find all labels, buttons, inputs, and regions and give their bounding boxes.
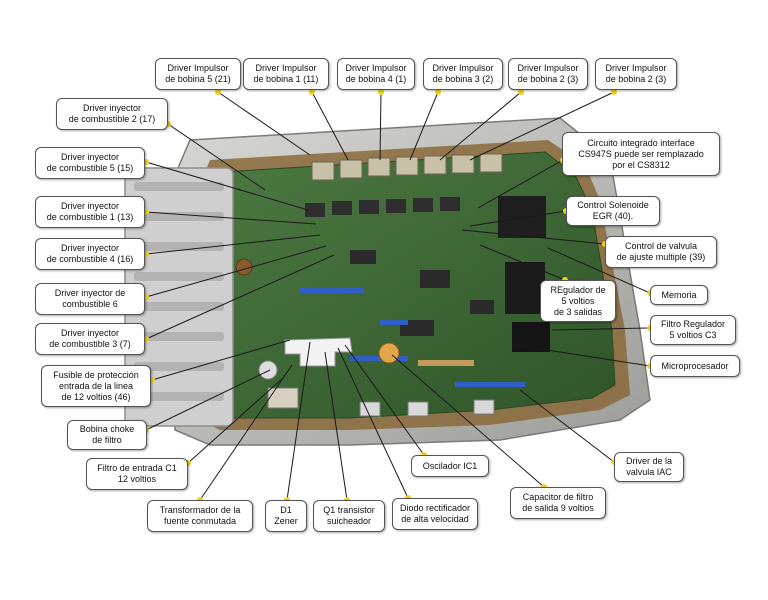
leader-line-13 [151, 339, 291, 381]
leader-line-27 [461, 229, 606, 245]
callout-transformer: Transformador de la fuente conmutada [147, 500, 253, 532]
choke-coil [258, 360, 278, 380]
callout-injector-driver-1: Driver inyector de combustible 1 (13) [35, 196, 145, 228]
callout-coil-driver-3: Driver Impulsor de bobina 3 (2) [423, 58, 503, 90]
callout-filter-choke: Bobina choke de filtro [67, 420, 147, 450]
leader-line-23 [514, 344, 651, 367]
connector-ribs [134, 182, 224, 401]
leader-line-29 [477, 159, 564, 209]
transformer [267, 387, 299, 409]
callout-5v-regulator: REgulador de 5 voltios de 3 salidas [540, 280, 616, 322]
callout-switch-transistor-q1: Q1 transistor suicheador [313, 500, 385, 532]
leader-line-3 [379, 91, 382, 161]
leader-anchor-dot-3 [378, 89, 384, 95]
leader-anchor-dot-6 [611, 89, 617, 95]
callout-interface-ic: Circuito integrado interface CS947S pued… [562, 132, 720, 176]
driver-transistor-row-2 [305, 197, 460, 217]
callout-injector-driver-5: Driver inyector de combustible 5 (15) [35, 147, 145, 179]
callout-regulator-filter-c3: Filtro Regulador 5 voltios C3 [650, 315, 736, 345]
leader-line-6 [469, 91, 615, 161]
leader-line-9 [145, 211, 317, 225]
leader-line-18 [324, 351, 348, 501]
chip-small-1 [420, 270, 450, 288]
callout-manifold-valve-control: Control de valvula de ajuste multiple (3… [605, 236, 717, 268]
leader-line-26 [547, 247, 651, 294]
chip-memory [505, 262, 545, 314]
leader-line-19 [337, 347, 409, 499]
leader-line-5 [439, 91, 522, 161]
mounting-screw [235, 258, 253, 276]
ceramic-block-3 [473, 399, 495, 415]
leader-anchor-dot-4 [435, 89, 441, 95]
leader-line-8 [145, 161, 309, 211]
leader-line-10 [145, 234, 321, 255]
leader-line-17 [286, 341, 311, 501]
callout-oscillator-ic1: Oscilador IC1 [411, 455, 489, 477]
callout-rectifier-diode: Diodo rectificador de alta velocidad [392, 498, 478, 530]
leader-line-24 [551, 327, 651, 331]
chip-small-2 [350, 250, 376, 264]
output-capacitor [378, 342, 400, 364]
component-strip [418, 360, 474, 366]
leader-line-12 [145, 254, 335, 340]
leader-line-15 [187, 377, 284, 464]
callout-injector-driver-2: Driver inyector de combustible 2 (17) [56, 98, 168, 130]
callout-output-capacitor: Capacitor de filtro de salida 9 voltios [510, 487, 606, 519]
leader-line-7 [167, 123, 266, 191]
chip-interface-ic [498, 196, 546, 238]
callout-input-fuse: Fusible de protección entrada de la line… [41, 365, 151, 407]
callout-iac-driver: Driver de la valvula IAC [614, 452, 684, 482]
ceramic-block-1 [359, 401, 381, 417]
blue-header-4 [380, 320, 408, 325]
callout-input-filter-c1: Filtro de entrada C1 12 voltios [86, 458, 188, 490]
leader-line-16 [199, 364, 293, 501]
leader-line-14 [145, 369, 271, 431]
leader-line-1 [217, 91, 311, 156]
leader-line-22 [519, 389, 615, 463]
chip-small-3 [400, 320, 434, 336]
callout-egr-solenoid: Control Solenoide EGR (40). [566, 196, 660, 226]
callout-injector-driver-4: Driver inyector de combustible 4 (16) [35, 238, 145, 270]
white-component-cluster [284, 337, 353, 367]
leader-line-11 [145, 245, 327, 298]
ceramic-block-2 [407, 401, 429, 417]
leader-line-28 [469, 210, 567, 227]
leader-anchor-dot-5 [518, 89, 524, 95]
leader-line-20 [344, 344, 425, 456]
blue-header-2 [350, 356, 408, 361]
callout-injector-driver-3: Driver inyector de combustible 3 (7) [35, 323, 145, 355]
callout-injector-driver-6: Driver inyector de combustible 6 [35, 283, 145, 315]
leader-lines [143, 89, 653, 503]
leader-line-2 [311, 91, 349, 161]
leader-line-21 [391, 354, 545, 488]
leader-anchor-dot-2 [309, 89, 315, 95]
blue-header-3 [455, 382, 525, 387]
callout-coil-driver-1: Driver Impulsor de bobina 1 (11) [243, 58, 329, 90]
callout-memory: Memoria [650, 285, 708, 305]
leader-anchor-dot-1 [215, 89, 221, 95]
callout-coil-driver-5: Driver Impulsor de bobina 5 (21) [155, 58, 241, 90]
callout-coil-driver-2a: Driver Impulsor de bobina 2 (3) [508, 58, 588, 90]
leader-line-4 [409, 91, 439, 161]
callout-coil-driver-4: Driver Impulsor de bobina 4 (1) [337, 58, 415, 90]
driver-transistor-row [311, 153, 503, 181]
callout-microprocessor: Microprocesador [650, 355, 740, 377]
callout-coil-driver-2b: Driver Impulsor de bobina 2 (3) [595, 58, 677, 90]
chip-small-4 [470, 300, 494, 314]
blue-header-1 [300, 288, 364, 293]
leader-line-25 [479, 244, 566, 281]
callout-zener-d1: D1 Zener [265, 500, 307, 532]
